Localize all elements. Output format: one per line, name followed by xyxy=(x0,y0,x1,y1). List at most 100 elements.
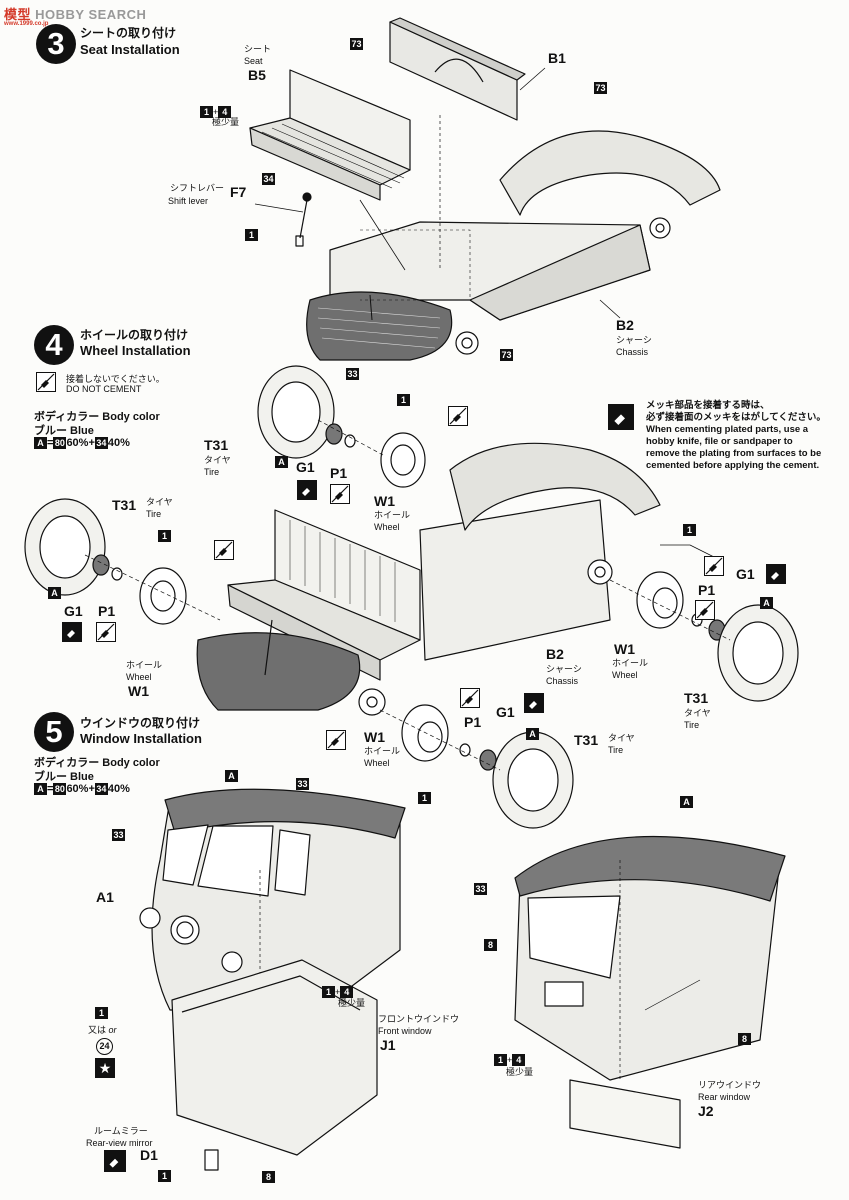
rear-window-jp: リアウインドウ xyxy=(698,1080,762,1090)
part-box-33d: 33 xyxy=(474,883,487,895)
front-body-a1 xyxy=(139,788,406,1011)
step4-part-b2: B2 xyxy=(546,646,564,662)
part-box-4: 4 xyxy=(218,106,232,118)
tire-t31-d: T31 xyxy=(574,732,599,748)
no-cement-icon-w1d xyxy=(326,730,346,750)
step3-title-jp: シートの取り付け xyxy=(80,26,177,40)
front-window-jp: フロントウインドウ xyxy=(378,1014,460,1024)
plated-note-en: When cementing plated parts, use a hobby… xyxy=(646,424,822,471)
g1-b: G1 xyxy=(64,603,83,619)
p1-d: P1 xyxy=(464,714,482,730)
wheel-jp-b: ホイール xyxy=(126,660,163,670)
cement-icon-g1d xyxy=(524,693,544,713)
part-d1: D1 xyxy=(140,1147,158,1163)
front-window-j1 xyxy=(171,959,378,1171)
rear-window-en: Rear window xyxy=(698,1092,751,1102)
tire-en-b: Tire xyxy=(146,509,162,519)
tire-en-d: Tire xyxy=(608,745,624,755)
shift-lever-jp: シフトレバー xyxy=(170,183,225,193)
step4-chassis-en: Chassis xyxy=(546,676,579,686)
part-box-1e: 1 xyxy=(683,524,696,536)
plated-note-jp-2: 必ず接着面のメッキをはがしてください。 xyxy=(646,412,826,423)
a-box-5: A xyxy=(225,770,238,782)
seat-label-en: Seat xyxy=(244,56,263,66)
shift-lever-en: Shift lever xyxy=(168,196,209,206)
step4-blue: ブルー Blue xyxy=(34,425,94,437)
part-b1: B1 xyxy=(548,50,566,66)
mix-80-box: 80 xyxy=(53,437,67,449)
rear-body xyxy=(514,835,786,1081)
a-box-4: A xyxy=(526,728,539,740)
step5-blue: ブルー Blue xyxy=(34,771,94,783)
w1-c: W1 xyxy=(614,641,635,657)
part-box-33c: 33 xyxy=(112,829,125,841)
or-en: or xyxy=(108,1025,117,1035)
step4-number: 4 xyxy=(34,325,74,365)
no-cement-jp: 接着しないでください。 xyxy=(66,374,165,384)
step3-chassis-jp: シャーシ xyxy=(616,335,652,345)
no-cement-icon xyxy=(36,372,56,392)
glue-parts-1-4-b: 1+4 xyxy=(322,982,354,1000)
plated-parts-icon xyxy=(608,404,634,430)
cement-icon-g1c xyxy=(766,564,786,584)
part-box-4c: 4 xyxy=(512,1054,526,1066)
wheel-jp-a: ホイール xyxy=(374,510,411,520)
or-label: 又は or xyxy=(88,1025,117,1035)
cement-icon-d1 xyxy=(104,1150,126,1172)
tire-t31-b: T31 xyxy=(112,497,137,513)
watermark-main-2: HOBBY SEARCH xyxy=(35,7,147,22)
part-box-1j: 1 xyxy=(494,1054,507,1066)
shift-part-f7: F7 xyxy=(230,184,247,200)
part-box-8a: 8 xyxy=(262,1171,275,1183)
w1-a: W1 xyxy=(374,493,395,509)
chassis-b2-step4 xyxy=(196,442,721,716)
glue-small-amount: 極少量 xyxy=(212,117,240,127)
part-box-4b: 4 xyxy=(340,986,354,998)
plus-sign: + xyxy=(213,107,219,117)
mix5-p2: 40% xyxy=(107,783,130,795)
glue-parts-1-4: 1+4 xyxy=(200,102,232,120)
wheel-jp-d: ホイール xyxy=(364,746,401,756)
part-box-1c: 1 xyxy=(397,394,410,406)
tire-jp-a: タイヤ xyxy=(204,455,231,465)
no-cement-icon-w1a xyxy=(448,406,468,426)
part-box-33b: 33 xyxy=(296,778,309,790)
no-cement-icon-p1b xyxy=(96,622,116,642)
part-box-1b: 1 xyxy=(245,229,258,241)
mix5-eq: = xyxy=(47,783,54,795)
part-box-73b: 73 xyxy=(594,82,607,94)
backrest-panel-b1 xyxy=(389,17,526,121)
tire-jp-b: タイヤ xyxy=(146,497,173,507)
part-box-1f: 1 xyxy=(418,792,431,804)
step5-number: 5 xyxy=(34,712,74,752)
no-cement-icon-p1a xyxy=(330,484,350,504)
mix-p2: 40% xyxy=(107,437,130,449)
wheel-assembly-right xyxy=(609,571,799,702)
a-box-1: A xyxy=(275,456,288,468)
step3-chassis-en: Chassis xyxy=(616,347,649,357)
w1-d: W1 xyxy=(364,729,385,745)
a-box-3: A xyxy=(760,597,773,609)
wheel-en-d: Wheel xyxy=(364,758,390,768)
part-box-33: 33 xyxy=(346,368,359,380)
step4-title-en: Wheel Installation xyxy=(80,343,191,358)
part-box-34: 34 xyxy=(262,173,275,185)
part-box-8c: 8 xyxy=(738,1033,751,1045)
no-cement-icon-right xyxy=(704,556,724,576)
mix5-a-box: A xyxy=(34,783,47,795)
mix-34-box: 34 xyxy=(94,437,108,449)
w1-b: W1 xyxy=(128,683,149,699)
mix5-80-box: 80 xyxy=(53,783,67,795)
tire-jp-c: タイヤ xyxy=(684,708,711,718)
step3-number: 3 xyxy=(36,24,76,64)
cement-icon-g1a xyxy=(297,480,317,500)
part-box-1g: 1 xyxy=(95,1007,108,1019)
part-box-1i: 1 xyxy=(158,1170,171,1182)
glue-small-b: 極少量 xyxy=(338,998,366,1008)
p1-b: P1 xyxy=(98,603,116,619)
no-cement-en: DO NOT CEMENT xyxy=(66,384,142,394)
part-box-1d: 1 xyxy=(158,530,171,542)
